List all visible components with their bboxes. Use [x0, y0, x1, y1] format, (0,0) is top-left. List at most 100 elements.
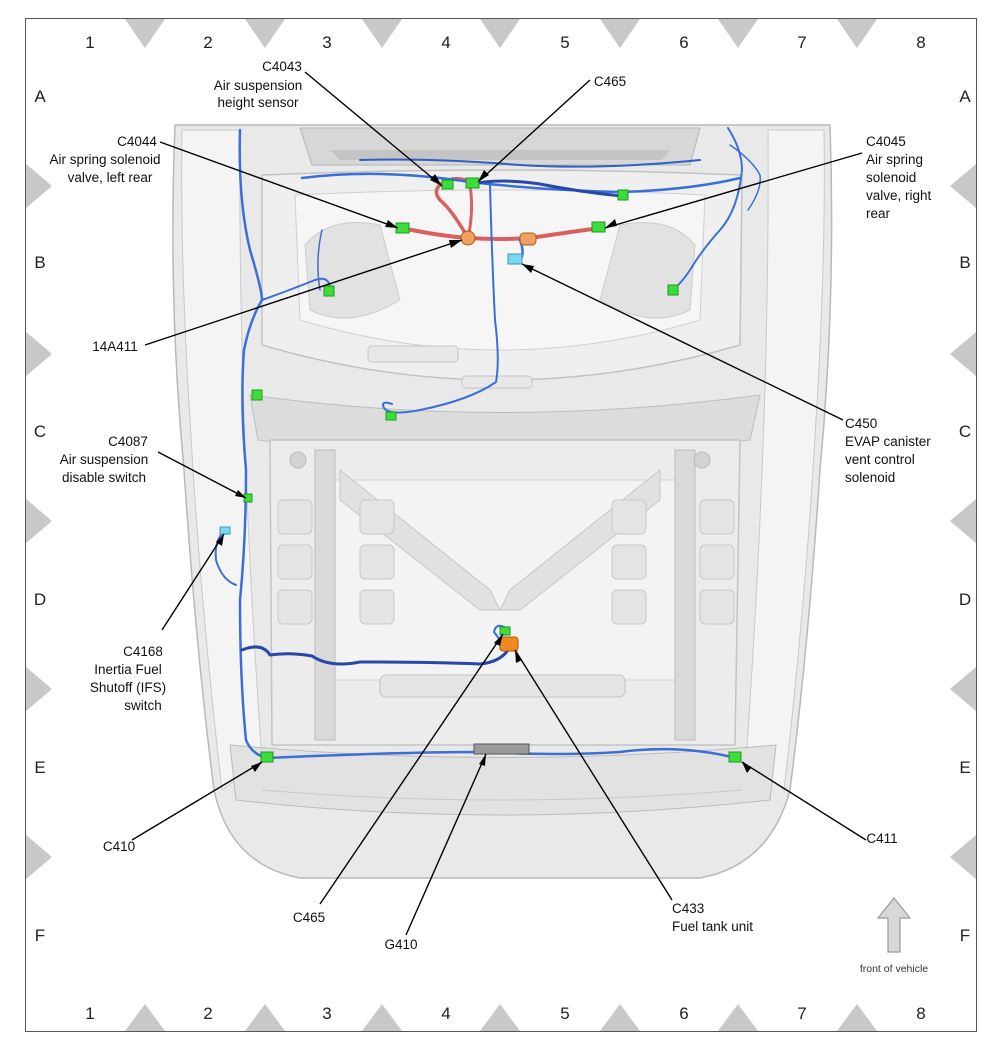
- leader-c4168: [161, 533, 225, 631]
- grid-tick-triangle: [245, 1004, 285, 1031]
- grid-column-label: 8: [916, 1004, 925, 1023]
- grid-row-label: C: [34, 422, 46, 441]
- leader-lines: [131, 71, 867, 936]
- connector-c4168: [219, 526, 231, 535]
- grid-tick-triangle: [26, 499, 52, 543]
- c4045-desc-4: rear: [866, 206, 891, 221]
- connector-c4045: [591, 221, 606, 233]
- front-of-vehicle-label: front of vehicle: [860, 963, 928, 975]
- c4168-desc-2: Shutoff (IFS): [90, 680, 166, 695]
- c4045-desc-1: Air spring: [866, 152, 923, 167]
- c4043-desc-2: height sensor: [217, 95, 299, 110]
- grid-tick-triangle: [26, 835, 52, 879]
- grid-tick-triangle: [480, 19, 520, 48]
- grid-column-label: 5: [560, 33, 569, 52]
- connector-14a411: [460, 230, 476, 246]
- leader-c410: [131, 761, 263, 841]
- c4087-id: C4087: [108, 434, 148, 449]
- grid-tick-triangle: [26, 667, 52, 711]
- callout-c4087: C4087 Air suspension disable switch: [60, 434, 149, 485]
- connector-misc-1: [617, 189, 629, 201]
- grid-tick-triangle: [837, 19, 877, 48]
- callout-c4045: C4045 Air spring solenoid valve, right r…: [866, 134, 932, 221]
- grid-column-label: 4: [441, 33, 450, 52]
- grid-row-label: C: [959, 422, 971, 441]
- front-of-vehicle-indicator: front of vehicle: [860, 897, 928, 975]
- grid-tick-triangle: [837, 1004, 877, 1031]
- grid-row-label: A: [959, 87, 971, 106]
- callout-c465-top: C465: [594, 74, 626, 89]
- callout-c4044: C4044 Air spring solenoid valve, left re…: [49, 134, 160, 185]
- grid-tick-triangle: [950, 164, 976, 208]
- grid-row-label: B: [34, 253, 45, 272]
- connector-markers: [219, 177, 742, 763]
- c4045-desc-3: valve, right: [866, 188, 932, 203]
- c465-bottom-id: C465: [293, 910, 325, 925]
- grid-row-label: A: [34, 87, 46, 106]
- grid-tick-triangle: [26, 164, 52, 208]
- grid-row-label: F: [35, 926, 45, 945]
- leader-14a411: [144, 239, 463, 346]
- c4043-desc-1: Air suspension: [214, 78, 303, 93]
- grid-column-label: 2: [203, 33, 212, 52]
- grid-column-label: 2: [203, 1004, 212, 1023]
- grid-row-label: D: [34, 590, 46, 609]
- c411-id: C411: [866, 831, 897, 846]
- grid-tick-triangle: [26, 332, 52, 376]
- grid-column-label: 8: [916, 33, 925, 52]
- callout-c410: C410: [103, 839, 135, 854]
- leader-c4045: [604, 152, 863, 229]
- c4044-desc-1: Air spring solenoid: [49, 152, 160, 167]
- grid-tick-triangle: [950, 332, 976, 376]
- grid-tick-triangle: [600, 1004, 640, 1031]
- c4044-desc-2: valve, left rear: [68, 170, 153, 185]
- connector-misc-5: [385, 411, 397, 421]
- wiring-harness: [214, 127, 761, 760]
- connector-misc-3: [667, 284, 679, 296]
- callout-c433: C433 Fuel tank unit: [672, 901, 753, 934]
- c4045-desc-2: solenoid: [866, 170, 916, 185]
- c450-id: C450: [845, 416, 877, 431]
- leader-c465-top: [477, 79, 591, 183]
- connector-c465-bottom: [499, 626, 511, 636]
- g410-id: G410: [384, 937, 417, 952]
- grid-tick-triangle: [362, 19, 402, 48]
- grid-column-label: 7: [797, 1004, 806, 1023]
- grid-column-label: 5: [560, 1004, 569, 1023]
- grid-column-label: 1: [85, 1004, 94, 1023]
- grid-row-label: D: [959, 590, 971, 609]
- grid-column-label: 1: [85, 33, 94, 52]
- grid-row-label: B: [959, 253, 970, 272]
- leader-c4044: [159, 141, 399, 229]
- leader-arrowheads: [216, 170, 751, 773]
- callout-g410: G410: [384, 937, 417, 952]
- leader-c4043: [304, 71, 443, 187]
- leader-c465-bottom: [319, 633, 504, 905]
- c410-id: C410: [103, 839, 135, 854]
- callout-c411: C411: [866, 831, 897, 846]
- connector-misc-2: [323, 285, 335, 297]
- grid-tick-triangle: [950, 835, 976, 879]
- c433-id: C433: [672, 901, 704, 916]
- grid-tick-triangle: [600, 19, 640, 48]
- c4168-id: C4168: [123, 644, 163, 659]
- leader-c411: [741, 761, 867, 841]
- grid-column-label: 6: [679, 33, 688, 52]
- grid-row-label: E: [34, 758, 45, 777]
- grid-tick-triangle: [718, 19, 758, 48]
- c4168-desc-3: switch: [124, 698, 162, 713]
- c4168-desc-1: Inertia Fuel: [94, 662, 162, 677]
- connector-misc-4: [251, 389, 263, 401]
- grid-row-label: F: [960, 926, 970, 945]
- grid-tick-triangle: [950, 499, 976, 543]
- c4087-desc-2: disable switch: [62, 470, 146, 485]
- c4043-id: C4043: [262, 59, 302, 74]
- up-arrow-icon: [876, 897, 912, 953]
- grid-column-label: 7: [797, 33, 806, 52]
- grid-tick-triangle: [362, 1004, 402, 1031]
- grid-column-label: 4: [441, 1004, 450, 1023]
- callout-c4168: C4168 Inertia Fuel Shutoff (IFS) switch: [90, 644, 166, 713]
- c450-desc-2: vent control: [845, 452, 915, 467]
